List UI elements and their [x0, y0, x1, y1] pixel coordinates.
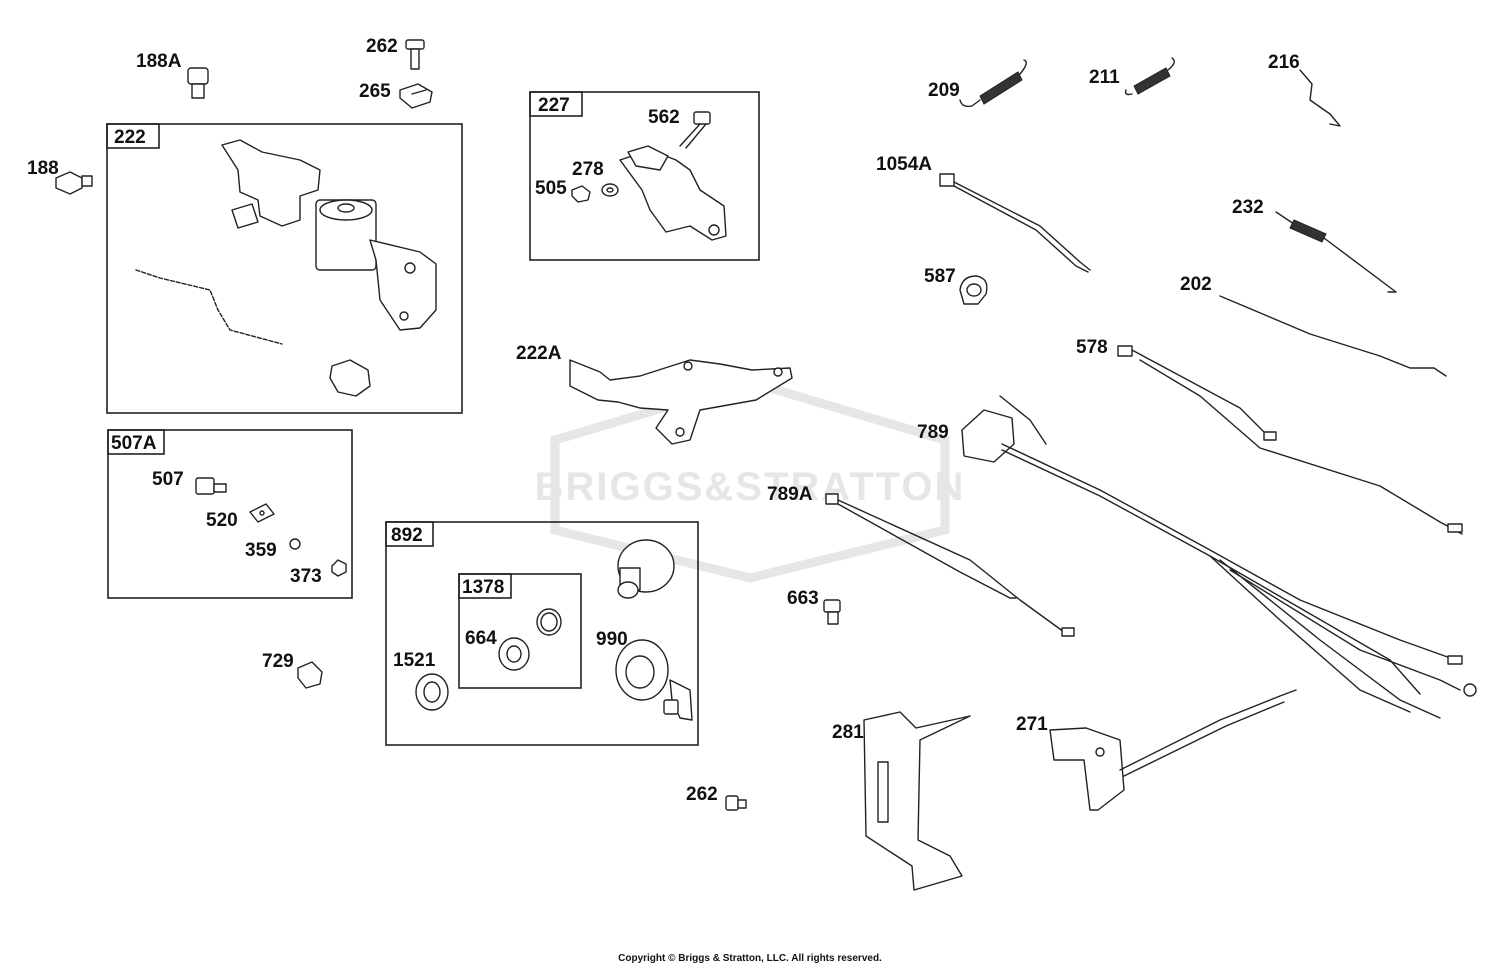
callout-990: 990 — [596, 629, 628, 650]
part-271-choke — [1049, 689, 1297, 811]
box-227-tab — [529, 91, 583, 117]
callout-373: 373 — [290, 566, 322, 587]
callout-271: 271 — [1016, 714, 1048, 735]
part-664-nut — [498, 637, 530, 671]
callout-216: 216 — [1268, 52, 1300, 73]
part-663-bolt — [823, 599, 841, 625]
callout-507: 507 — [152, 469, 184, 490]
callout-789: 789 — [917, 422, 949, 443]
part-789-harness — [961, 395, 1477, 719]
callout-789A: 789A — [767, 484, 813, 505]
callout-209: 209 — [928, 80, 960, 101]
part-281-bracket — [863, 711, 971, 891]
part-washer-1378 — [536, 608, 562, 636]
part-359-washer — [289, 538, 301, 550]
part-1054A-cable-tie — [939, 173, 1091, 273]
part-578-harness — [1117, 345, 1463, 535]
callout-729: 729 — [262, 651, 294, 672]
box-1378-tab — [458, 573, 512, 599]
callout-278: 278 — [572, 159, 604, 180]
callout-222A: 222A — [516, 343, 562, 364]
part-227-bracket — [571, 111, 727, 241]
part-587-clamp — [959, 275, 988, 305]
callout-232: 232 — [1232, 197, 1264, 218]
part-373-nut — [331, 559, 347, 577]
part-222-bracket — [135, 139, 437, 397]
part-211-spring — [1124, 57, 1175, 96]
watermark-text: BRIGGS&STRATTON — [535, 465, 966, 509]
part-209-spring — [959, 59, 1027, 108]
callout-1054A: 1054A — [876, 154, 932, 175]
box-222 — [106, 123, 463, 414]
box-label-1378: 1378 — [462, 577, 504, 598]
box-892-tab — [385, 521, 434, 547]
box-label-892: 892 — [391, 525, 423, 546]
part-789A-harness — [825, 493, 1075, 637]
callout-262-top: 262 — [366, 36, 398, 57]
part-188A-bolt — [187, 67, 209, 99]
box-label-227: 227 — [538, 95, 570, 116]
box-label-507A: 507A — [111, 433, 157, 454]
part-262-screw-top — [405, 39, 425, 70]
callout-562: 562 — [648, 107, 680, 128]
part-729-clip — [297, 661, 323, 689]
box-222-tab — [106, 123, 160, 149]
part-232-spring — [1275, 211, 1397, 293]
box-507A — [107, 429, 353, 599]
callout-188: 188 — [27, 158, 59, 179]
part-ignition-switch — [617, 539, 675, 599]
callout-520: 520 — [206, 510, 238, 531]
callout-281: 281 — [832, 722, 864, 743]
callout-505: 505 — [535, 178, 567, 199]
callout-663: 663 — [787, 588, 819, 609]
part-202-rod — [1219, 295, 1447, 377]
callout-188A: 188A — [136, 51, 182, 72]
callout-262-bottom: 262 — [686, 784, 718, 805]
callout-359: 359 — [245, 540, 277, 561]
part-222A-bracket — [569, 359, 793, 445]
box-1378 — [458, 573, 582, 689]
part-262-screw-bottom — [725, 795, 747, 811]
box-227 — [529, 91, 760, 261]
watermark-logo: BRIGGS&STRATTON — [535, 377, 966, 583]
callout-664: 664 — [465, 628, 497, 649]
copyright-notice: Copyright © Briggs & Stratton, LLC. All … — [618, 953, 882, 964]
callout-1521: 1521 — [393, 650, 436, 671]
callout-265: 265 — [359, 81, 391, 102]
part-216-rod — [1299, 69, 1341, 127]
callout-202: 202 — [1180, 274, 1212, 295]
part-188-nut — [55, 171, 93, 195]
callout-587: 587 — [924, 266, 956, 287]
part-1521-bezel — [415, 673, 449, 711]
box-507A-tab — [107, 429, 165, 455]
part-520-terminal — [249, 503, 275, 523]
part-990-key-switch — [615, 639, 693, 721]
callout-211: 211 — [1089, 67, 1120, 88]
box-892 — [385, 521, 699, 746]
part-507-connector — [195, 477, 227, 495]
part-265-clip — [399, 83, 433, 109]
box-label-222: 222 — [114, 127, 146, 148]
callout-578: 578 — [1076, 337, 1108, 358]
